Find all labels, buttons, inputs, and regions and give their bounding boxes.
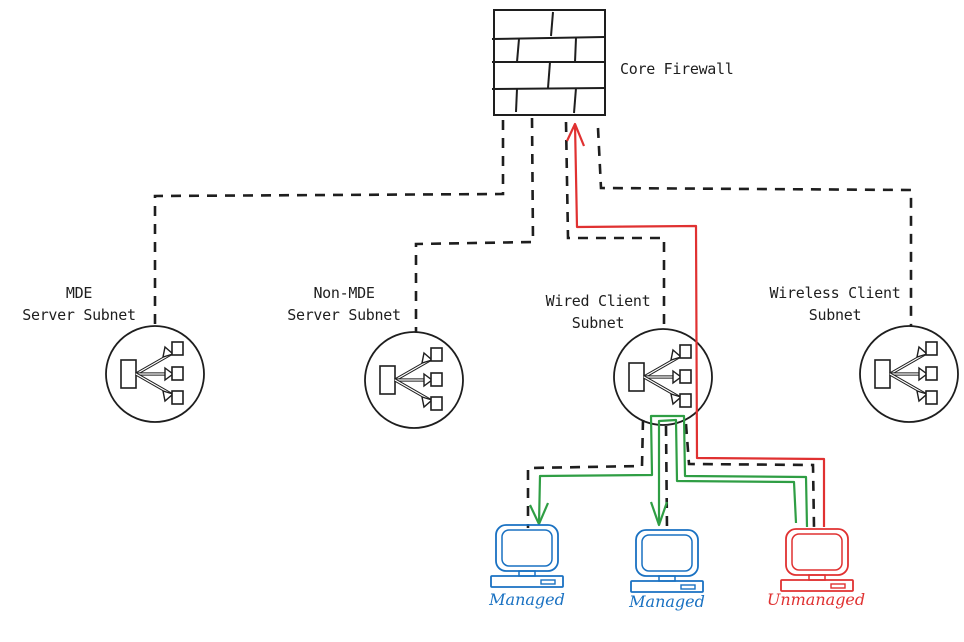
- subnet-label-line: MDE: [65, 284, 93, 302]
- link-wired-unmanaged: [684, 423, 816, 528]
- firewall-label: Core Firewall: [620, 60, 734, 78]
- link-wired-managed-1: [526, 419, 645, 528]
- computer-icon-managed-2[interactable]: [630, 529, 704, 593]
- subnet-label-wired: Wired Client Subnet: [534, 290, 662, 334]
- switch-icon-nonmde[interactable]: [363, 330, 465, 430]
- switch-icon-wireless[interactable]: [858, 324, 960, 424]
- firewall-links: [153, 117, 913, 337]
- link-wired-managed-2: [664, 425, 669, 531]
- arrowhead-firewall: [566, 122, 586, 147]
- link-firewall-wireless: [596, 127, 913, 330]
- flow-unmanaged-to-managed-2: [657, 418, 798, 525]
- device-label-unmanaged: Unmanaged: [766, 590, 866, 609]
- redirect-flow: [566, 122, 826, 527]
- computer-icon-managed-1[interactable]: [490, 524, 564, 588]
- subnet-label-line: Wired Client: [545, 292, 651, 310]
- subnet-label-line: Wireless Client: [769, 284, 901, 302]
- allowed-flows: [529, 414, 809, 528]
- firewall-icon[interactable]: [491, 9, 607, 116]
- subnet-label-nonmde: Non-MDE Server Subnet: [272, 282, 416, 326]
- link-firewall-nonmde: [414, 117, 535, 337]
- flow-unmanaged-to-managed-1: [537, 414, 809, 528]
- subnet-label-wireless: Wireless Client Subnet: [760, 282, 910, 326]
- wired-device-links: [526, 419, 816, 531]
- arrowhead-managed-2: [649, 501, 669, 527]
- subnet-label-line: Subnet: [808, 306, 862, 324]
- subnet-label-line: Server Subnet: [22, 306, 136, 324]
- arrowhead-managed-1: [529, 502, 550, 526]
- computer-icon-unmanaged[interactable]: [780, 528, 854, 592]
- subnet-label-line: Subnet: [571, 314, 625, 332]
- switch-icon-mde[interactable]: [104, 324, 206, 424]
- subnet-label-line: Non-MDE: [313, 284, 375, 302]
- flow-unmanaged-to-firewall: [573, 123, 826, 527]
- link-firewall-wired: [564, 121, 666, 330]
- subnet-label-mde: MDE Server Subnet: [6, 282, 152, 326]
- subnet-label-line: Server Subnet: [287, 306, 401, 324]
- device-label-managed-1: Managed: [489, 590, 565, 609]
- device-label-managed-2: Managed: [629, 592, 705, 611]
- link-firewall-mde: [153, 120, 505, 325]
